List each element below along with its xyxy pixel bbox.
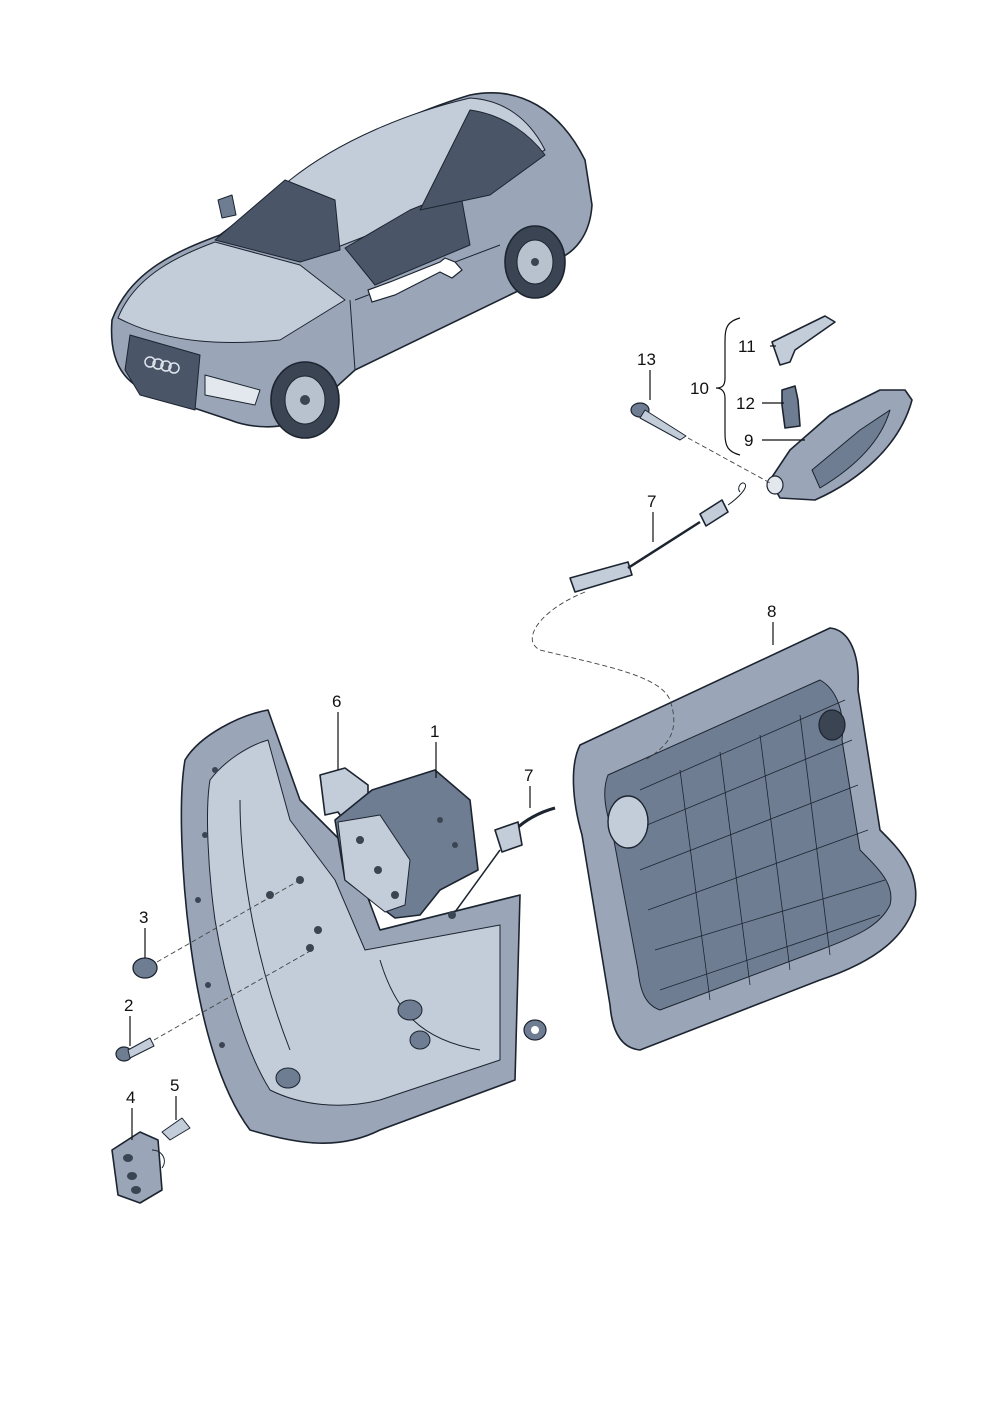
screw-to-handle-dashed xyxy=(687,437,773,485)
callout-13: 13 xyxy=(637,350,656,369)
handle-pivot xyxy=(766,475,784,495)
cable-route-dashed xyxy=(531,591,675,761)
car-rear-window xyxy=(419,109,546,211)
lamp-bulb-icon xyxy=(781,385,801,429)
cable-end xyxy=(448,911,456,919)
interior-handle-icon xyxy=(769,389,913,501)
handle-lever-icon xyxy=(771,315,836,366)
part-2-screw xyxy=(115,949,313,1062)
interior-handle-grip xyxy=(811,409,891,489)
loose-washer xyxy=(523,1019,547,1041)
callout-2: 2 xyxy=(124,996,133,1015)
bracket-10 xyxy=(715,317,741,456)
part-9-interior-handle xyxy=(766,389,913,501)
countersunk-screw-icon xyxy=(161,1117,191,1141)
door-seal-grid xyxy=(634,699,886,1001)
callout-9: 9 xyxy=(744,431,753,450)
door-panel-holes xyxy=(195,767,322,1048)
callout-10: 10 xyxy=(690,379,709,398)
door-inner-panel xyxy=(180,709,521,1144)
car-mirror xyxy=(217,194,237,219)
screw-shank xyxy=(639,409,687,441)
part-13-self-tapping-screw xyxy=(630,402,773,485)
callout-6: 6 xyxy=(332,692,341,711)
cable-end-fitting xyxy=(699,499,729,527)
car-rear-wheel xyxy=(504,225,566,299)
striker-plate-icon xyxy=(111,1131,163,1204)
door-panel-inner-edge xyxy=(207,739,501,1106)
callout-labels: 1 2 3 4 5 6 7 7 8 9 10 11 12 13 xyxy=(124,337,776,1107)
car-windshield xyxy=(214,179,341,263)
part-7-upper-cable xyxy=(531,482,747,761)
cable-sleeve xyxy=(569,561,633,593)
door-seal-hole xyxy=(818,709,846,741)
round-cap-icon xyxy=(132,957,158,979)
part-1-door-lock xyxy=(334,769,479,919)
bowden-cable-icon xyxy=(513,806,556,832)
part-8-door-seal-panel xyxy=(572,627,917,1051)
callout-7-lower: 7 xyxy=(524,766,533,785)
callout-5: 5 xyxy=(170,1076,179,1095)
part-12-lamp-bulb xyxy=(781,385,801,429)
car-side-window xyxy=(344,189,471,286)
callout-leaders xyxy=(129,317,805,1140)
door-panel-grommets xyxy=(275,999,431,1089)
part-5-countersunk-screw xyxy=(161,1117,191,1141)
callout-8: 8 xyxy=(767,602,776,621)
screw-2-to-door-dashed xyxy=(153,949,313,1041)
cable-rod xyxy=(454,849,501,913)
car-headlight xyxy=(204,374,261,406)
car-illustration xyxy=(110,92,593,439)
car-front-wheel xyxy=(270,361,340,439)
part-7-lower-cable xyxy=(448,806,556,919)
part-11-handle-lever xyxy=(771,315,836,366)
door-seal-grommet xyxy=(607,795,649,849)
part-3-cap xyxy=(132,879,301,979)
striker-plate-holes xyxy=(123,1154,141,1194)
callout-11: 11 xyxy=(738,337,756,356)
cable-housing xyxy=(627,520,701,570)
door-lock-details xyxy=(356,817,458,899)
part-4-striker-plate xyxy=(111,1131,165,1204)
cable-fitting xyxy=(494,821,523,853)
striker-loop xyxy=(151,1149,165,1169)
callout-3: 3 xyxy=(139,908,148,927)
cap-to-door-dashed xyxy=(156,879,301,963)
screw-2-shank xyxy=(127,1037,155,1059)
door-lock-plate xyxy=(337,814,411,913)
car-logo-rings xyxy=(144,356,180,374)
callout-7-upper: 7 xyxy=(647,492,656,511)
callout-4: 4 xyxy=(126,1088,135,1107)
callout-1: 1 xyxy=(430,722,439,741)
callout-12: 12 xyxy=(736,394,755,413)
cable-hook xyxy=(727,482,747,506)
car-cable-route-highlight xyxy=(367,257,463,303)
car-hood xyxy=(117,241,346,344)
car-grille xyxy=(124,334,201,411)
